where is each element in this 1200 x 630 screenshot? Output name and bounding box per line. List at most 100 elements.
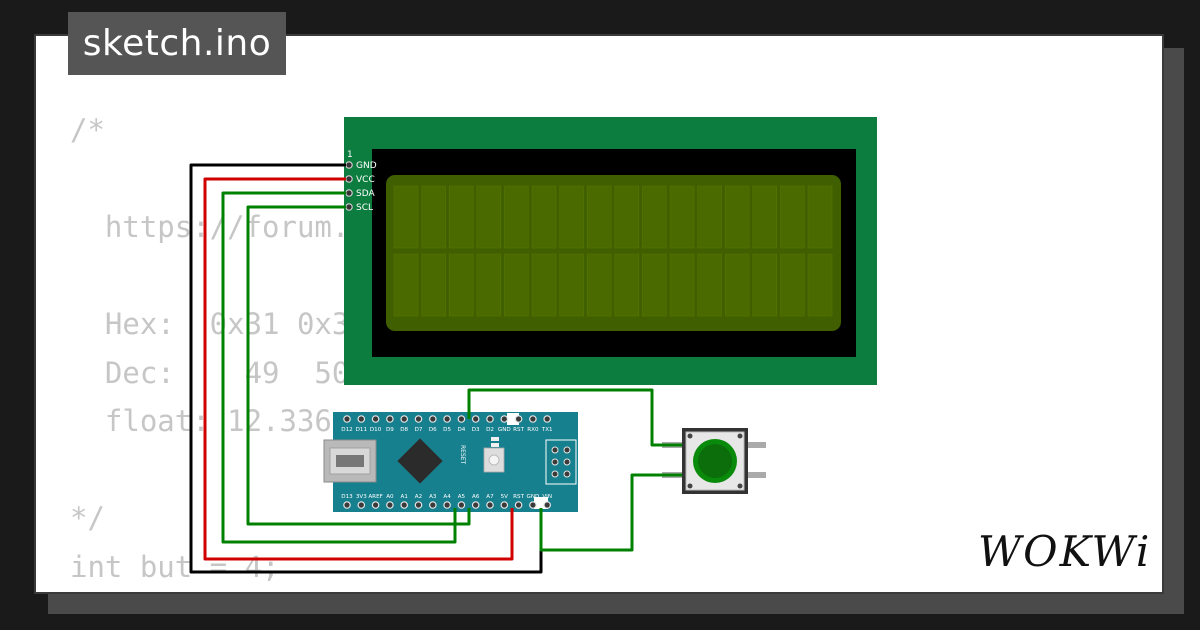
nano-pin-top-d2[interactable]: [486, 415, 494, 423]
nano-pin-bottom-vin[interactable]: [543, 501, 552, 509]
nano-pin-bottom-label: RST: [513, 494, 524, 500]
lcd-char-cell: [586, 185, 612, 249]
nano-pin-bottom-3v3[interactable]: [357, 501, 366, 509]
svg-text:SDA: SDA: [356, 189, 375, 199]
lcd-char-cell: [669, 253, 695, 317]
lcd-char-cell: [724, 253, 750, 317]
nano-pin-top-label: D10: [370, 427, 382, 433]
nano-pin-top-tx1[interactable]: [543, 415, 552, 423]
pushbutton[interactable]: [662, 428, 766, 494]
nano-pin-top-label: D8: [400, 427, 408, 433]
wire-button-gnd[interactable]: [539, 473, 682, 552]
nano-pin-bottom-gnd[interactable]: [529, 501, 537, 509]
nano-pin-top-d4[interactable]: [457, 415, 466, 423]
lcd-char-cell: [448, 185, 474, 249]
lcd-char-cell: [421, 185, 446, 249]
code-line: */: [70, 501, 105, 535]
nano-pin-bottom-a5[interactable]: [457, 501, 466, 509]
wires: [189, 163, 682, 574]
nano-pin-bottom-a6[interactable]: [471, 501, 480, 509]
nano-pin-top-d8[interactable]: [400, 415, 409, 423]
nano-pin-top-label: D6: [429, 427, 437, 433]
lcd-pin-index: 1: [347, 150, 353, 160]
nano-pin-bottom-a4[interactable]: [443, 501, 451, 509]
nano-pin-top-d12[interactable]: [343, 415, 351, 423]
nano-pin-bottom-d13[interactable]: [343, 501, 351, 509]
nano-pin-bottom-a2[interactable]: [414, 501, 423, 509]
wire-vcc[interactable]: [203, 177, 514, 561]
icsp-pin: [563, 446, 571, 454]
nano-pin-bottom-a0[interactable]: [386, 501, 394, 509]
lcd-char-cell: [752, 253, 778, 317]
nano-pin-top-d9[interactable]: [386, 415, 394, 423]
nano-pin-top-d6[interactable]: [428, 415, 437, 423]
reset-label: RESET: [459, 445, 466, 465]
nano-pin-bottom-label: A5: [458, 494, 466, 500]
nano-pin-bottom-label: 5V: [501, 494, 509, 500]
lcd-display[interactable]: 1 GND VCC SDA SCL: [344, 117, 877, 385]
nano-pin-bottom-label: VIN: [542, 494, 552, 500]
lcd-char-cell: [586, 253, 612, 317]
lcd-char-cell: [559, 185, 584, 249]
lcd-pin-vcc[interactable]: VCC: [345, 175, 375, 185]
lcd-char-cell: [697, 185, 722, 249]
lcd-char-cell: [531, 253, 557, 317]
icsp-pin: [551, 446, 559, 454]
nano-pin-bottom-label: GND: [526, 494, 539, 500]
nano-pin-bottom-aref[interactable]: [371, 501, 380, 509]
rst-pad: [507, 413, 519, 425]
lcd-char-cell: [724, 185, 750, 249]
wokwi-logo: WOKWi: [978, 527, 1151, 576]
svg-text:GND: GND: [356, 161, 377, 171]
nano-pin-bottom-a7[interactable]: [486, 501, 494, 509]
nano-pin-bottom-rst[interactable]: [514, 501, 523, 509]
icsp-header: [545, 439, 577, 485]
lcd-char-cell: [752, 185, 778, 249]
nano-pin-bottom-label: A1: [401, 494, 409, 500]
nano-pin-bottom-label: A7: [486, 494, 494, 500]
nano-pin-bottom-a3[interactable]: [428, 501, 437, 509]
icsp-pin: [563, 458, 571, 466]
nano-pin-bottom-label: A3: [429, 494, 437, 500]
logo-text: WOKWi: [978, 527, 1151, 576]
wire-scl[interactable]: [246, 205, 471, 526]
nano-pin-top-gnd[interactable]: [500, 415, 509, 423]
nano-pin-top-d7[interactable]: [414, 415, 423, 423]
icsp-pin: [551, 458, 559, 466]
lcd-char-cell: [504, 185, 529, 249]
button-leg: [744, 472, 766, 478]
nano-pin-top-label: RX0: [527, 427, 539, 433]
lcd-char-cell: [504, 253, 529, 317]
lcd-char-cell: [642, 185, 667, 249]
nano-pin-bottom-5v[interactable]: [500, 501, 509, 509]
nano-pin-bottom-a1[interactable]: [400, 501, 409, 509]
nano-pin-top-label: D12: [341, 427, 352, 433]
button-leg: [744, 442, 766, 448]
lcd-char-cell: [697, 253, 722, 317]
nano-pin-bottom-label: AREF: [368, 494, 382, 500]
lcd-char-cell: [393, 185, 419, 249]
nano-pin-top-rx0[interactable]: [529, 415, 537, 423]
svg-text:SCL: SCL: [356, 203, 373, 213]
nano-pin-bottom-label: A4: [443, 494, 451, 500]
nano-pin-top-d11[interactable]: [357, 415, 366, 423]
nano-pin-top-d3[interactable]: [471, 415, 480, 423]
lcd-char-cell: [476, 185, 502, 249]
wire-button-d4[interactable]: [467, 388, 682, 447]
svg-text:VCC: VCC: [356, 175, 375, 185]
wire-sda[interactable]: [221, 191, 457, 544]
nano-pin-top-d5[interactable]: [443, 415, 451, 423]
nano-pin-top-rst[interactable]: [514, 415, 523, 423]
sketch-title: sketch.ino: [68, 12, 286, 75]
nano-pin-bottom-label: 3V3: [356, 494, 367, 500]
nano-pin-top-label: GND: [498, 427, 511, 433]
nano-pin-bottom-label: A2: [415, 494, 422, 500]
lcd-char-cell: [780, 253, 805, 317]
nano-pin-top-label: D2: [486, 427, 494, 433]
nano-pin-top-d10[interactable]: [371, 415, 380, 423]
nano-pin-bottom-label: A6: [472, 494, 480, 500]
